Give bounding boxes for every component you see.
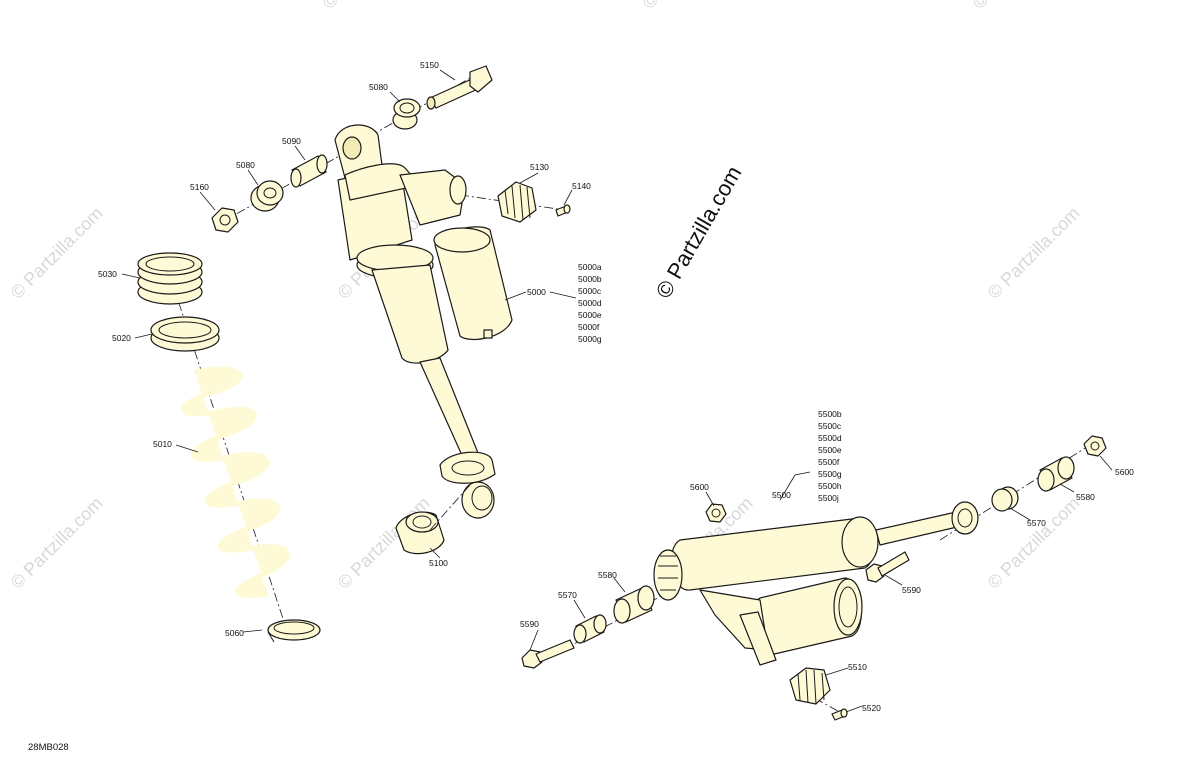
- callout-labels: 5150 5080 5090 5080 5160 5130 5140 5030 …: [98, 60, 1134, 713]
- watermark: © Partzilla.com: [969, 0, 1069, 13]
- reservoir-cap-5510: [789, 667, 831, 705]
- variant-label: 5000a: [578, 262, 602, 272]
- callout-5590: 5590: [902, 585, 921, 595]
- brand-watermark: © Partzilla.com: [651, 162, 747, 303]
- bolt-5590-right: [865, 551, 910, 583]
- nut-5160: [211, 207, 239, 233]
- screw-5520: [831, 708, 848, 721]
- callout-5080: 5080: [369, 82, 388, 92]
- bushing-5570-left: [573, 614, 607, 644]
- watermark: © Partzilla.com: [7, 203, 107, 303]
- bushing-5080-left: [250, 180, 284, 212]
- callout-5140: 5140: [572, 181, 591, 191]
- callout-5510: 5510: [848, 662, 867, 672]
- bolt-5150: [426, 65, 493, 110]
- variant-label: 5000e: [578, 310, 602, 320]
- variant-list-5000: 5000a 5000b 5000c 5000d 5000e 5000f 5000…: [578, 262, 602, 344]
- variant-label: 5500g: [818, 469, 842, 479]
- nut-5600-right: [1083, 435, 1107, 457]
- bushing-5100: [395, 481, 495, 555]
- watermark: © Partzilla.com: [7, 493, 107, 593]
- variant-label: 5000d: [578, 298, 602, 308]
- variant-label: 5500f: [818, 457, 840, 467]
- nut-5600-top: [705, 503, 727, 523]
- callout-5590: 5590: [520, 619, 539, 629]
- variant-label: 5500d: [818, 433, 842, 443]
- callout-5150: 5150: [420, 60, 439, 70]
- callout-5130: 5130: [530, 162, 549, 172]
- variant-label: 5500e: [818, 445, 842, 455]
- callout-5570: 5570: [558, 590, 577, 600]
- callout-5020: 5020: [112, 333, 131, 343]
- callout-5520: 5520: [862, 703, 881, 713]
- variant-label: 5000g: [578, 334, 602, 344]
- variant-label: 5000b: [578, 274, 602, 284]
- variant-label: 5500j: [818, 493, 839, 503]
- spring-collar-5030: [137, 252, 203, 305]
- sleeve-5090: [290, 154, 328, 188]
- bushing-5570-right: [991, 486, 1019, 512]
- variant-label: 5500c: [818, 421, 842, 431]
- callout-5580: 5580: [1076, 492, 1095, 502]
- sleeve-5580-left: [613, 585, 655, 624]
- callout-5580: 5580: [598, 570, 617, 580]
- callout-5500: 5500: [772, 490, 791, 500]
- callout-5100: 5100: [429, 558, 448, 568]
- callout-5600: 5600: [690, 482, 709, 492]
- callout-5600: 5600: [1115, 467, 1134, 477]
- coil-spring-5010: [180, 366, 291, 599]
- callout-5160: 5160: [190, 182, 209, 192]
- watermark: © Partzilla.com: [639, 0, 739, 13]
- bushing-5080-top: [392, 98, 421, 130]
- callout-5090: 5090: [282, 136, 301, 146]
- variant-label: 5500h: [818, 481, 842, 491]
- leader-lines: [121, 69, 1113, 713]
- callout-5570: 5570: [1027, 518, 1046, 528]
- reservoir-cap-5130: [497, 181, 537, 223]
- drawing-code: 28MB028: [28, 742, 69, 753]
- spring-assembly: [137, 252, 321, 643]
- callout-5060: 5060: [225, 628, 244, 638]
- front-shock-5000: [334, 124, 513, 555]
- screw-5140: [555, 204, 571, 217]
- callout-5030: 5030: [98, 269, 117, 279]
- clip-5060: [267, 619, 321, 643]
- rear-shock-5500: [521, 435, 1107, 721]
- upper-hardware: [211, 65, 571, 233]
- watermark: © Partzilla.com: [984, 203, 1084, 303]
- watermark: © Partzilla.com: [319, 0, 419, 13]
- variant-label: 5000f: [578, 322, 600, 332]
- callout-5010: 5010: [153, 439, 172, 449]
- callout-5080: 5080: [236, 160, 255, 170]
- variant-list-5500: 5500b 5500c 5500d 5500e 5500f 5500g 5500…: [818, 409, 842, 503]
- variant-label: 5500b: [818, 409, 842, 419]
- bolt-5590-left: [521, 639, 575, 669]
- sleeve-5580-right: [1037, 456, 1075, 492]
- retainer-ring-5020: [150, 316, 220, 352]
- callout-5000: 5000: [527, 287, 546, 297]
- variant-label: 5000c: [578, 286, 602, 296]
